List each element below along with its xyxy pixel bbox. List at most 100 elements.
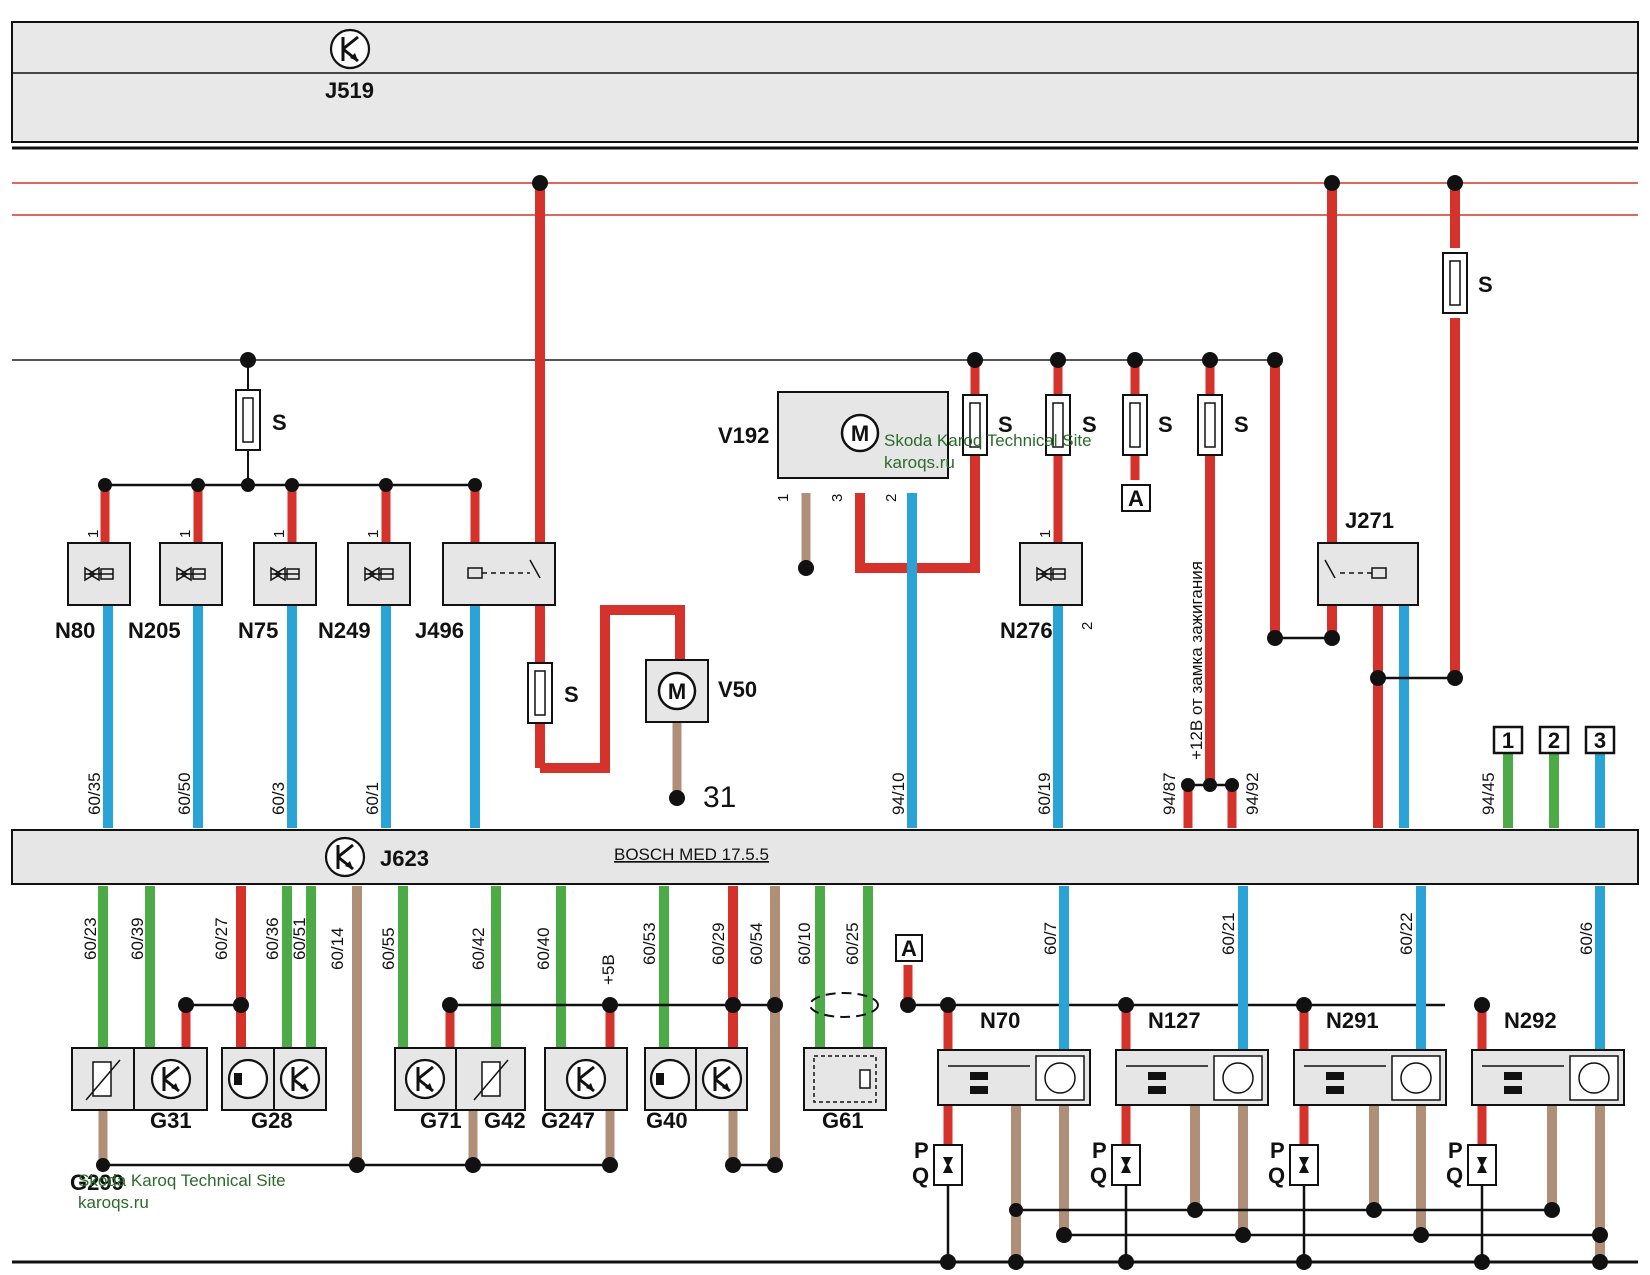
fuse-label: S (272, 410, 287, 435)
coil-3 (1289, 1144, 1319, 1186)
wire-code: 60/54 (747, 922, 766, 965)
n205-label: N205 (128, 618, 181, 643)
wire-code: 60/55 (379, 927, 398, 970)
connector-a-label: A (1128, 486, 1144, 511)
wire-code: 60/1 (363, 782, 382, 815)
valve-n205 (159, 542, 223, 606)
connector-3-label: 3 (1594, 728, 1606, 753)
wire-code: 60/3 (269, 782, 288, 815)
j623-label: J623 (380, 846, 429, 871)
coil-q-label: Q (1268, 1163, 1285, 1188)
n291-label: N291 (1326, 1008, 1379, 1033)
wire-code: 60/22 (1397, 912, 1416, 955)
wire-code: 60/23 (81, 917, 100, 960)
connector-1-label: 1 (1502, 728, 1514, 753)
pin-number: 2 (1079, 622, 1096, 630)
wire-code: 60/35 (85, 772, 104, 815)
ignition-label: +12В от замка зажигания (1187, 561, 1206, 760)
wire-code: 60/14 (328, 927, 347, 970)
wire-code: 60/10 (795, 922, 814, 965)
wire-code: 60/50 (175, 772, 194, 815)
wire-code: 60/19 (1035, 772, 1054, 815)
fuse-label: S (1478, 272, 1493, 297)
wire-code: 60/40 (534, 927, 553, 970)
g247-label: G247 (541, 1108, 595, 1133)
connectors-123 (1492, 725, 1616, 755)
pin-number: 1 (775, 494, 792, 502)
fuse-j496 (527, 662, 553, 724)
j519-label: J519 (325, 78, 374, 103)
pin-number: 1 (1037, 530, 1054, 538)
v192-label: V192 (718, 423, 769, 448)
injector-n291 (1293, 1049, 1447, 1106)
lower-junctions (96, 997, 1608, 1270)
fuse-label: S (998, 412, 1013, 437)
g40-label: G40 (646, 1108, 688, 1133)
shield (809, 992, 879, 1018)
connector-a-upper (1121, 484, 1151, 512)
sensor-g40 (644, 1047, 748, 1111)
wire-code: 94/45 (1479, 772, 1498, 815)
g42-label: G42 (484, 1108, 526, 1133)
relay-j496 (442, 542, 556, 606)
injector-n292 (1471, 1049, 1625, 1106)
plus5v-label: +5В (599, 954, 618, 985)
fuse-j271 (1442, 252, 1468, 314)
v50-motor (645, 659, 709, 723)
n80-label: N80 (55, 618, 95, 643)
wire-code: 60/21 (1219, 912, 1238, 955)
sensor-g299-g31 (71, 1047, 208, 1111)
v192-motor (777, 391, 949, 479)
n127-label: N127 (1148, 1008, 1201, 1033)
pin-number: 3 (829, 494, 846, 502)
connector-a-label: A (901, 936, 917, 961)
pin-number: 1 (365, 530, 382, 538)
coil-p-label: P (914, 1138, 929, 1163)
wire-code: 60/53 (640, 922, 659, 965)
injector-n127 (1115, 1049, 1269, 1106)
connector-a-lower (895, 934, 923, 962)
g61-label: G61 (822, 1108, 864, 1133)
upper-wires (100, 183, 1605, 828)
fuse-valves (235, 389, 261, 451)
coil-1 (933, 1144, 963, 1186)
fuse-a (1122, 394, 1148, 456)
wire-code: 60/7 (1041, 922, 1060, 955)
fuse-label: S (1234, 412, 1249, 437)
j623-ecu-box (11, 829, 1639, 885)
valve-n80 (67, 542, 131, 606)
wire-code: 60/51 (290, 917, 309, 960)
n249-label: N249 (318, 618, 371, 643)
ground-31-label: 31 (703, 781, 736, 814)
coil-2 (1111, 1144, 1141, 1186)
fuse-label: S (1082, 412, 1097, 437)
wire-code: 60/27 (212, 917, 231, 960)
wire-code: 60/29 (709, 922, 728, 965)
wire-code: 60/25 (843, 922, 862, 965)
n276-label: N276 (1000, 618, 1053, 643)
g299-label: G299 (70, 1170, 124, 1195)
watermark-url: karoqs.ru (78, 1193, 149, 1212)
wire-code: 60/42 (469, 927, 488, 970)
j519-k-icon (329, 28, 371, 70)
valve-n75 (253, 542, 317, 606)
watermark-title: Skoda Karoq Technical Site (884, 431, 1092, 450)
fuse-label: S (564, 682, 579, 707)
coil-4 (1467, 1144, 1497, 1186)
n70-label: N70 (980, 1008, 1020, 1033)
fuse-ignition (1197, 394, 1223, 456)
coil-q-label: Q (1446, 1163, 1463, 1188)
pin-number: 1 (177, 530, 194, 538)
connector-2-label: 2 (1548, 728, 1560, 753)
sensor-g61 (803, 1047, 887, 1111)
coil-q-label: Q (1090, 1163, 1107, 1188)
pin-number: 1 (85, 530, 102, 538)
j623-k-icon (324, 836, 366, 878)
n292-label: N292 (1504, 1008, 1557, 1033)
fuse-label: S (1158, 412, 1173, 437)
g71-label: G71 (420, 1108, 462, 1133)
valve-n249 (347, 542, 411, 606)
relay-j271 (1317, 542, 1419, 606)
watermark-url: karoqs.ru (884, 453, 955, 472)
